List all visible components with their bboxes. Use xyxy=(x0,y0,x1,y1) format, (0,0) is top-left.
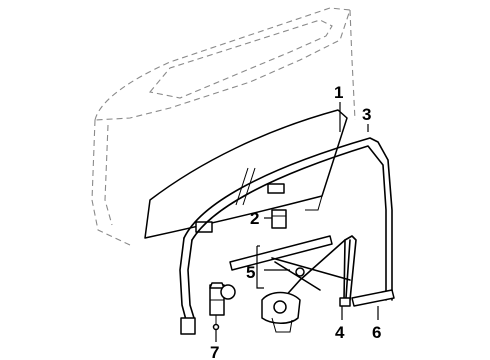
rear-glass-guide xyxy=(351,289,395,307)
glass-upper-clip xyxy=(267,183,285,194)
door-outline-ghost xyxy=(91,7,356,246)
regulator-lift-channel xyxy=(229,235,333,271)
callout-5: 5 xyxy=(246,263,255,282)
callout-6: 6 xyxy=(372,323,381,342)
callout-2: 2 xyxy=(250,209,259,228)
callout-3: 3 xyxy=(362,105,371,124)
callout-labels: 1 2 3 4 5 6 7 xyxy=(210,83,381,360)
callout-1: 1 xyxy=(334,83,343,102)
rear-run-channel xyxy=(339,235,357,307)
glass-run-channel xyxy=(179,137,393,335)
glass-lower-clip xyxy=(195,221,213,233)
callout-7: 7 xyxy=(210,343,219,360)
channel-lower-bracket xyxy=(180,317,196,335)
window-regulator-motor xyxy=(209,282,236,331)
callout-4: 4 xyxy=(335,323,345,342)
door-window-glass xyxy=(144,109,348,239)
window-regulator-mechanism xyxy=(261,239,351,333)
rear-channel-foot xyxy=(339,297,351,307)
callout-leader-lines xyxy=(215,102,379,342)
sash-guide-clip xyxy=(271,209,287,229)
